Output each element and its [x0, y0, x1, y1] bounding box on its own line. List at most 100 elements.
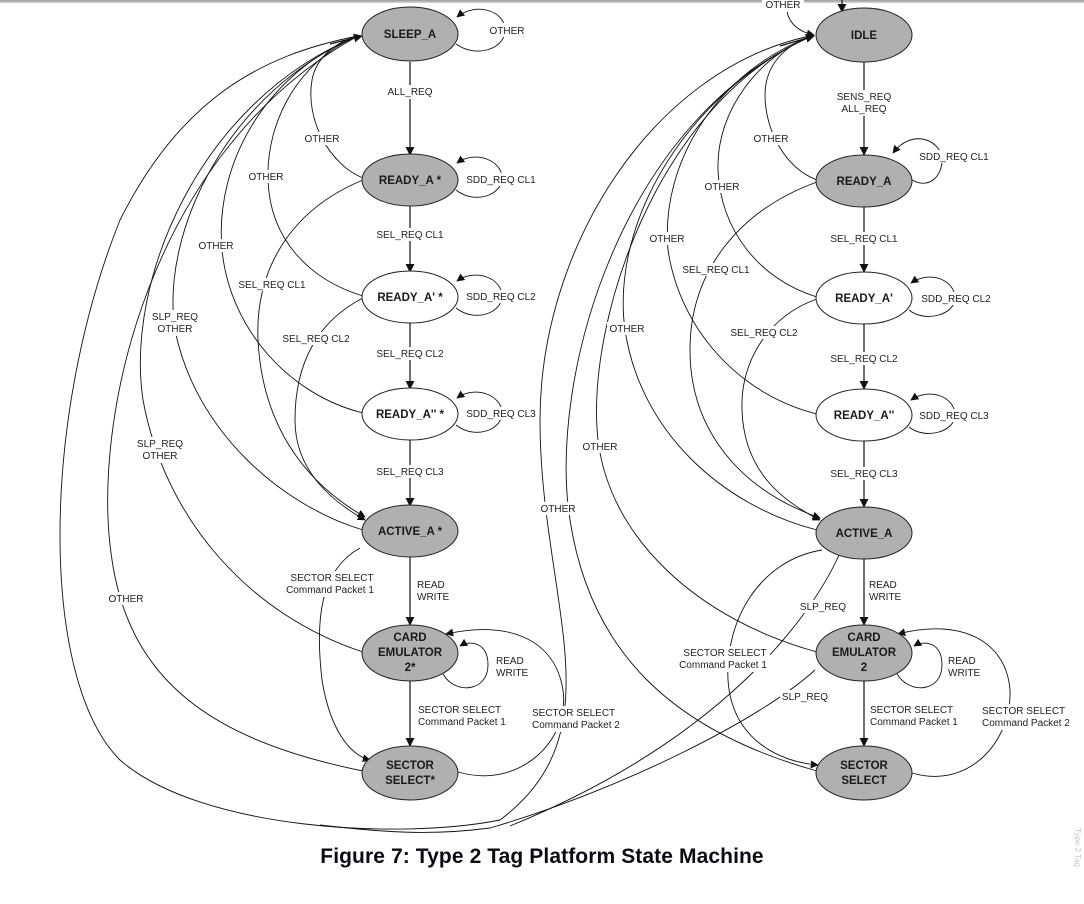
label-r-card-slp: SLP_REQ: [782, 692, 828, 703]
edge-ready1-to-sleep-other: [267, 35, 364, 297]
edge-into-sleep-arrow: [329, 33, 363, 45]
label-ready2-other: OTHER: [199, 241, 234, 252]
edge-external-to-idle-other: [786, 11, 815, 38]
label-sector-to-card-2: Command Packet 2: [532, 720, 620, 731]
label-r-sector-to-card-2: Command Packet 2: [982, 718, 1070, 729]
state-active-a-label: ACTIVE_A *: [378, 526, 443, 538]
edge-r-ready-to-active-cl1: [689, 181, 821, 520]
label-r-ready2-other: OTHER: [650, 234, 685, 245]
edge-ready-to-active-cl1: [257, 179, 366, 518]
label-card-self-1: READ: [496, 656, 524, 667]
state-sector-label-1: SECTOR: [386, 760, 434, 772]
state-r-card-label-2: EMULATOR: [832, 647, 897, 659]
state-card-emulator[interactable]: CARD EMULATOR 2*: [361, 624, 459, 682]
label-r-active-slp: SLP_REQ: [800, 602, 846, 613]
state-r-card-label-1: CARD: [847, 632, 880, 644]
edge-r-active-to-idle-other: [622, 35, 818, 531]
label-card-self-2: WRITE: [496, 668, 529, 679]
state-sector-select[interactable]: SECTOR SELECT*: [361, 745, 459, 801]
state-sleep-a[interactable]: SLEEP_A: [361, 6, 459, 62]
state-ready-a[interactable]: READY_A *: [361, 153, 459, 207]
right-return-edges: [565, 0, 847, 772]
label-card-sleep-2: OTHER: [143, 451, 178, 462]
edge-ready1-to-active-cl2: [294, 297, 366, 521]
label-idle-to-ready-2: ALL_REQ: [841, 104, 886, 115]
state-r-card-emulator[interactable]: CARD EMULATOR 2: [815, 624, 913, 682]
state-r-ready-a2[interactable]: READY_A'': [815, 388, 913, 442]
label-ready1-self: SDD_REQ CL2: [466, 292, 536, 303]
label-r-card-self-2: WRITE: [948, 668, 981, 679]
label-idle-to-ready-1: SENS_REQ: [837, 92, 892, 103]
state-r-sector-label-2: SELECT: [841, 775, 886, 787]
label-sector-other: OTHER: [109, 594, 144, 605]
label-ready-to-ready1: SEL_REQ CL1: [376, 230, 444, 241]
state-r-active-a[interactable]: ACTIVE_A: [815, 506, 913, 560]
self-loop-r-card: [896, 638, 943, 689]
label-r-ready1-self: SDD_REQ CL2: [921, 294, 991, 305]
edge-r-ready1-to-active-cl2: [741, 298, 821, 521]
label-sleep-to-ready: ALL_REQ: [387, 87, 432, 98]
page-top-border: [0, 0, 1084, 3]
state-r-ready-a1[interactable]: READY_A': [815, 271, 913, 325]
side-watermark: Type 2 Tag: [1073, 828, 1082, 867]
label-active-to-card-1: READ: [417, 580, 445, 591]
label-idle-in-other: OTHER: [766, 0, 801, 11]
right-transition-labels: OTHER SENS_REQ ALL_REQ SDD_REQ CL1 SEL_R…: [538, 0, 1074, 730]
label-r-active-other: OTHER: [610, 324, 645, 335]
label-r-ready2-to-active: SEL_REQ CL3: [830, 469, 898, 480]
label-r-sector-other: OTHER: [541, 504, 576, 515]
edge-r-active-to-sector-cp1: [727, 549, 823, 769]
label-r-active-to-card-2: WRITE: [869, 592, 902, 603]
label-r-active-to-card-1: READ: [869, 580, 897, 591]
state-idle[interactable]: IDLE: [815, 7, 913, 63]
state-r-ready-a2-label: READY_A'': [834, 410, 895, 422]
state-sleep-a-label: SLEEP_A: [384, 29, 436, 41]
state-card-label-1: CARD: [393, 632, 426, 644]
state-r-ready-a1-label: READY_A': [835, 293, 893, 305]
label-card-to-sector-2: Command Packet 1: [418, 717, 506, 728]
label-active-to-card-2: WRITE: [417, 592, 450, 603]
label-r-ready-to-active-cl1: SEL_REQ CL1: [682, 265, 750, 276]
label-ready-self: SDD_REQ CL1: [466, 175, 536, 186]
state-active-a[interactable]: ACTIVE_A *: [361, 504, 459, 558]
state-r-ready-a[interactable]: READY_A: [815, 154, 913, 208]
label-active-sleep-1: SLP_REQ: [152, 312, 198, 323]
right-state-machine: IDLE READY_A READY_A' READY_A'' ACTIVE_A…: [538, 0, 1074, 801]
state-ready-a1[interactable]: READY_A' *: [361, 270, 459, 324]
state-r-sector-label-1: SECTOR: [840, 760, 888, 772]
figure-caption: Figure 7: Type 2 Tag Platform State Mach…: [320, 845, 764, 868]
state-ready-a2[interactable]: READY_A'' *: [361, 387, 459, 441]
state-ready-a2-label: READY_A'' *: [376, 409, 445, 421]
label-r-ready-other: OTHER: [754, 134, 789, 145]
edge-into-idle-arrow: [779, 33, 815, 47]
label-ready1-to-active-cl2: SEL_REQ CL2: [282, 334, 350, 345]
edge-r-ready1-to-idle-other: [717, 35, 818, 298]
label-ready-to-active-cl1: SEL_REQ CL1: [238, 280, 306, 291]
state-r-ready-a-label: READY_A: [837, 176, 892, 188]
label-r-card-to-sector-2: Command Packet 1: [870, 717, 958, 728]
label-r-ready1-to-active-cl2: SEL_REQ CL2: [730, 328, 798, 339]
label-r-ready-to-ready1: SEL_REQ CL1: [830, 234, 898, 245]
label-r-ready1-to-ready2: SEL_REQ CL2: [830, 354, 898, 365]
edge-ready-to-sleep-other: [310, 35, 364, 179]
label-r-card-self-1: READ: [948, 656, 976, 667]
state-r-card-label-3: 2: [861, 662, 867, 674]
label-r-ready-self: SDD_REQ CL1: [919, 152, 989, 163]
label-r-sector-to-card-1: SECTOR SELECT: [982, 706, 1065, 717]
edge-right-active-to-sleep: [509, 552, 841, 827]
state-r-sector-select[interactable]: SECTOR SELECT: [815, 745, 913, 801]
edge-right-card-to-sleep: [319, 669, 816, 833]
label-ready1-other: OTHER: [249, 172, 284, 183]
label-card-sleep-1: SLP_REQ: [137, 439, 183, 450]
label-r-active-to-sector-1: SECTOR SELECT: [683, 648, 766, 659]
label-card-to-sector-1: SECTOR SELECT: [418, 705, 501, 716]
state-r-active-a-label: ACTIVE_A: [836, 528, 893, 540]
edge-card-to-sleep: [139, 35, 364, 653]
state-ready-a-label: READY_A *: [379, 175, 442, 187]
label-r-card-other: OTHER: [583, 442, 618, 453]
label-r-card-to-sector-1: SECTOR SELECT: [870, 705, 953, 716]
edge-sector-to-card-cp2: [445, 628, 565, 777]
label-r-active-to-sector-2: Command Packet 1: [679, 660, 767, 671]
label-active-sleep-2: OTHER: [158, 324, 193, 335]
